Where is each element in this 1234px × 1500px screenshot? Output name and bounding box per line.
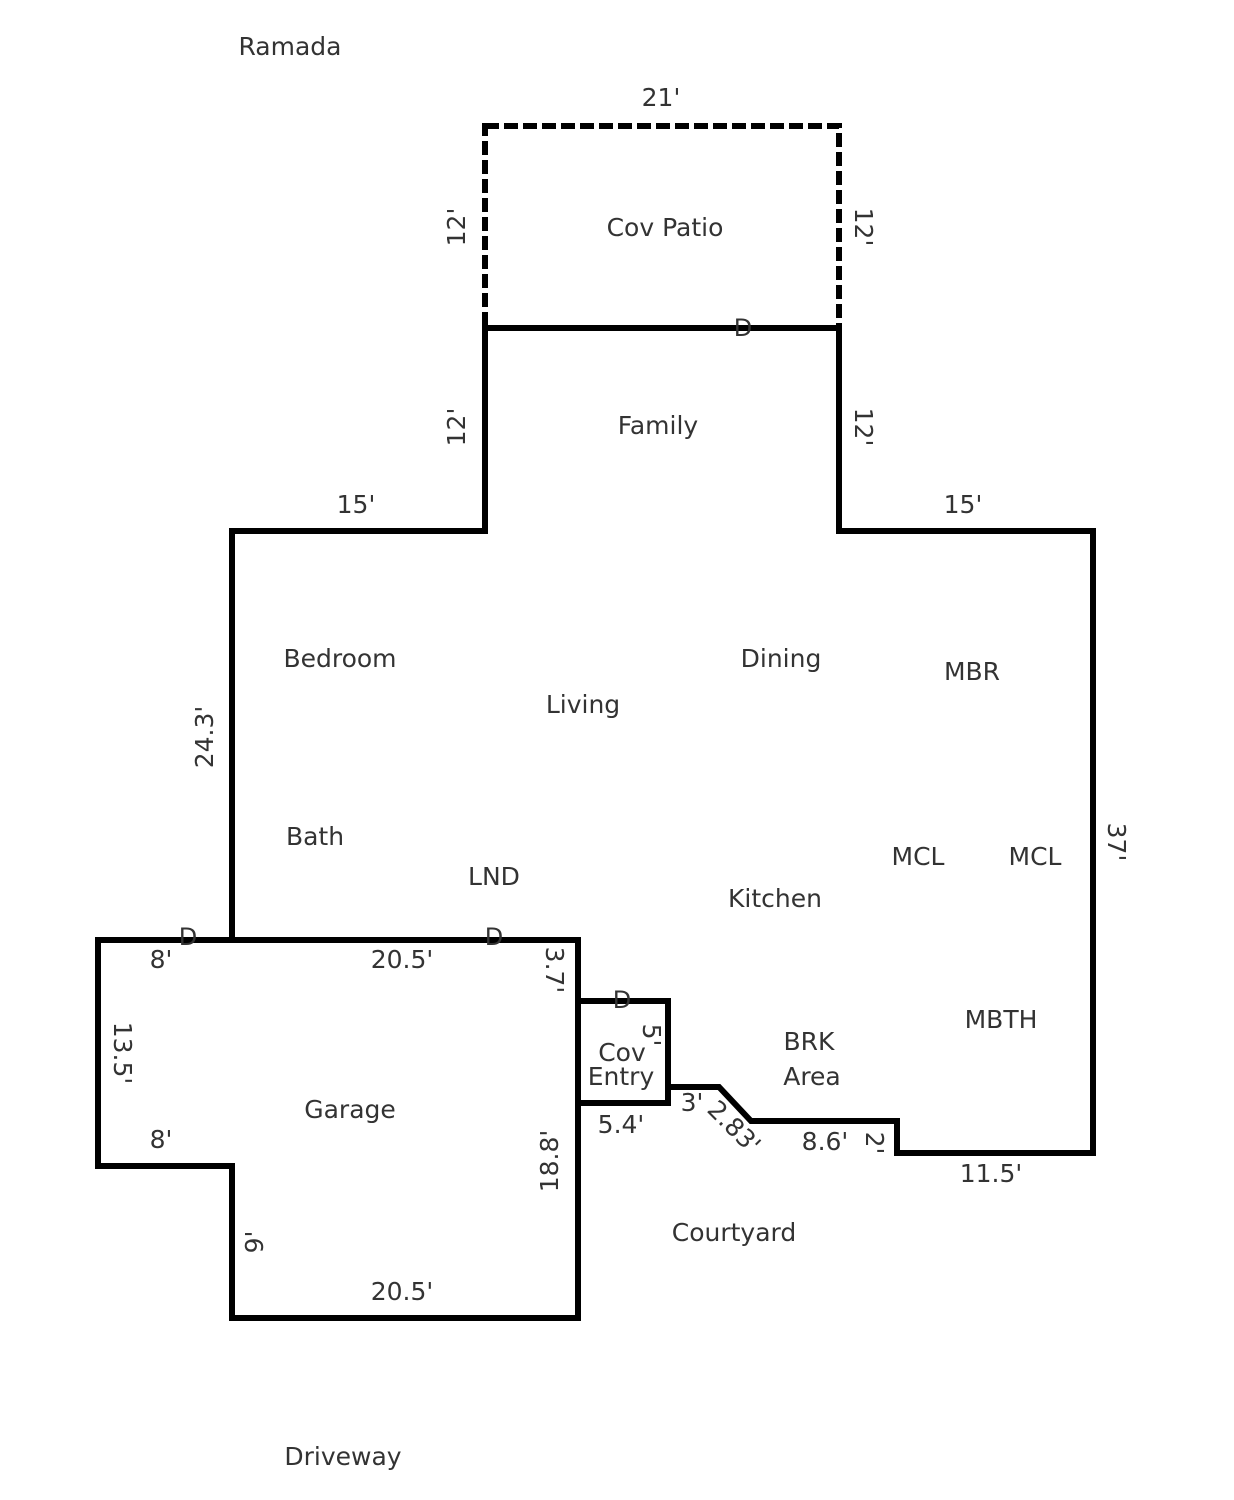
label-mbr: MBR: [944, 657, 1000, 686]
dim-garage-step: 8': [150, 1125, 173, 1154]
label-mbth: MBTH: [965, 1005, 1038, 1034]
dim-brk-bottom: 8.6': [802, 1127, 849, 1156]
dim-small-step: 2': [860, 1132, 889, 1155]
cov-entry-outline: [575, 998, 671, 1106]
label-ramada: Ramada: [238, 32, 341, 61]
dim-entry-bottom: 5.4': [598, 1110, 645, 1139]
dim-garage-step-vertical: 9': [240, 1231, 269, 1254]
dim-family-right: 12': [849, 408, 878, 447]
dim-right-wall: 37': [1102, 823, 1131, 862]
door-patio: D: [734, 314, 752, 342]
dim-garage-right: 18.8': [535, 1130, 564, 1193]
dim-garage-top: 20.5': [371, 945, 434, 974]
label-living: Living: [546, 690, 620, 719]
dim-patio-top: 21': [642, 83, 681, 112]
label-mcl-2: MCL: [1009, 842, 1062, 871]
dim-patio-left: 12': [442, 208, 471, 247]
dim-step-3: 3': [681, 1088, 704, 1117]
dim-upper-right-ledge: 15': [944, 490, 983, 519]
label-kitchen: Kitchen: [728, 884, 822, 913]
label-driveway: Driveway: [284, 1442, 401, 1471]
dim-garage-bottom: 20.5': [371, 1277, 434, 1306]
dim-patio-right: 12': [849, 208, 878, 247]
dim-upper-left-ledge: 15': [337, 490, 376, 519]
label-brk-1: BRK: [784, 1027, 836, 1056]
door-garage-side: D: [179, 923, 197, 951]
label-cov-patio: Cov Patio: [607, 213, 724, 242]
dim-family-left: 12': [442, 408, 471, 447]
label-lnd: LND: [468, 862, 520, 891]
label-cov-entry-2: Entry: [588, 1062, 655, 1091]
label-cov-entry-1: Cov: [598, 1038, 646, 1067]
dim-garage-left: 13.5': [108, 1022, 137, 1085]
dim-left-wall: 24.3': [190, 706, 219, 769]
dim-garage-top-left: 8': [150, 945, 173, 974]
door-entry: D: [613, 986, 631, 1014]
label-bedroom: Bedroom: [283, 644, 396, 673]
garage-outline: [95, 937, 581, 1321]
door-garage-house: D: [485, 923, 503, 951]
label-courtyard: Courtyard: [672, 1218, 797, 1247]
label-garage: Garage: [304, 1095, 396, 1124]
label-family: Family: [618, 411, 699, 440]
label-mcl-1: MCL: [892, 842, 945, 871]
dim-garage-right-upper: 3.7': [540, 947, 569, 994]
label-dining: Dining: [741, 644, 822, 673]
house-outline: [229, 325, 1096, 1156]
label-brk-2: Area: [783, 1062, 841, 1091]
dim-entry-side: 5': [637, 1024, 666, 1047]
label-bath: Bath: [286, 822, 344, 851]
dim-mbth-bottom: 11.5': [960, 1159, 1023, 1188]
